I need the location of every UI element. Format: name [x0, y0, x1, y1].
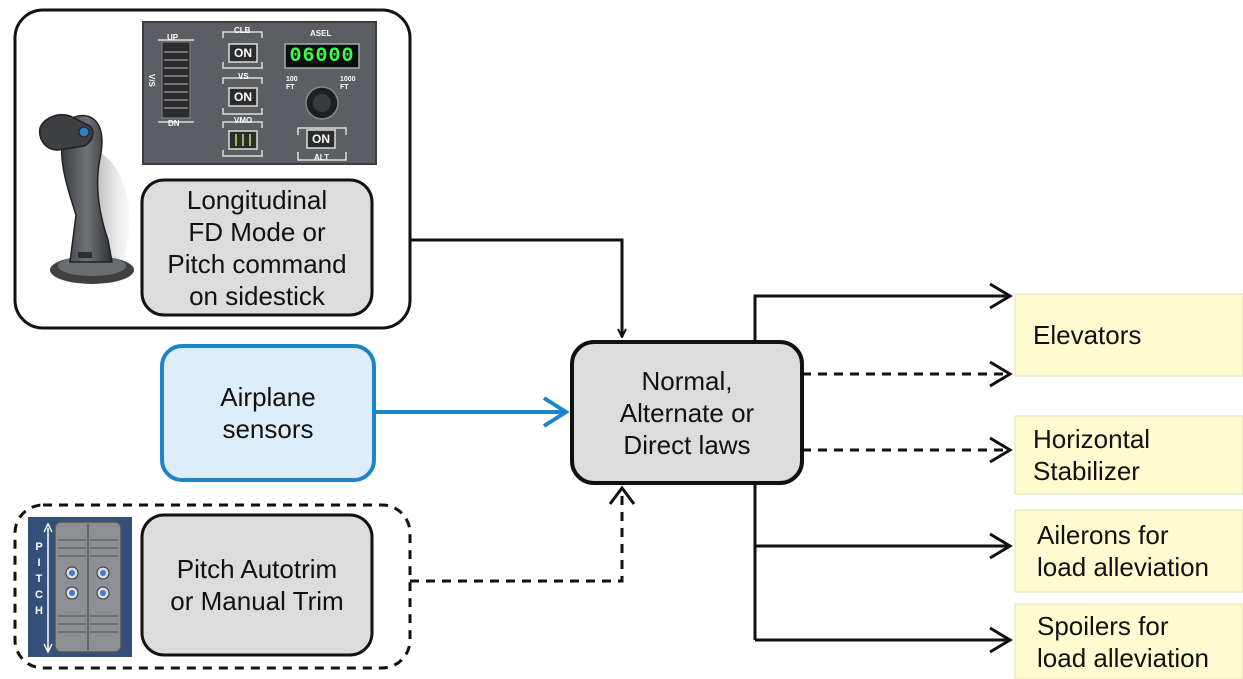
vs-on-button[interactable] [228, 87, 258, 107]
ailerons-box [1014, 509, 1243, 593]
trim-label: Pitch Autotrim or Manual Trim [170, 554, 344, 616]
fcu-vs-label: VS [238, 72, 249, 81]
sidestick-icon [38, 114, 134, 284]
altitude-display-value: 06000 [289, 44, 355, 68]
fcu-vmo-label: VMO [234, 116, 253, 125]
connector-fd-to-laws [410, 238, 622, 337]
knob-100ft-label: 100 FT [286, 76, 298, 91]
trim-letter-t: T [35, 573, 43, 585]
trim-letter-c: C [35, 589, 43, 601]
trim-arrowhead [608, 485, 636, 505]
fd-mode-label: Longitudinal FD Mode or Pitch command on… [167, 184, 347, 311]
vs-thumbwheel[interactable] [161, 41, 191, 119]
connector-laws-to-elevators-solid [753, 294, 1010, 342]
trim-letter-h: H [35, 605, 43, 617]
fcu-alt-on-text: ON [312, 132, 330, 146]
elevators-box [1014, 293, 1243, 377]
fcu-vs-side-label: V/S [147, 74, 156, 87]
ailerons-arrowhead [989, 532, 1013, 560]
sensors-label: Airplane sensors [220, 382, 316, 444]
fcu-alt-label: ALT [314, 153, 329, 162]
trim-box [140, 513, 374, 657]
stabilizer-box [1014, 415, 1243, 495]
laws-box [570, 340, 804, 485]
alt-on-button[interactable] [306, 129, 336, 149]
altitude-display [284, 43, 360, 69]
ailerons-label: Ailerons for load alleviation [1037, 520, 1210, 582]
trim-letter-p: P [35, 541, 43, 553]
autopilot-control-panel [142, 21, 377, 165]
connector-trim-to-laws [410, 490, 624, 583]
connector-laws-to-ailerons [753, 483, 1010, 640]
elevators-solid-arrowhead [989, 282, 1013, 310]
elevators-dashed-arrowhead [989, 360, 1013, 388]
fcu-vs-on-text: ON [234, 90, 252, 104]
fd-mode-box [140, 178, 374, 317]
elevators-label: Elevators [1033, 320, 1142, 350]
spoilers-arrowhead [989, 626, 1013, 654]
spoilers-box [1014, 603, 1243, 679]
trim-switch-icon [28, 517, 132, 657]
trim-letter-i: I [37, 557, 41, 569]
spoilers-label: Spoilers for load alleviation [1037, 610, 1210, 673]
fcu-up-label: UP [167, 33, 179, 42]
fcu-clb-label: CLB [234, 26, 251, 35]
stabilizer-arrowhead [989, 436, 1013, 464]
fcu-clb-on-text: ON [234, 46, 252, 60]
laws-label: Normal, Alternate or Direct laws [619, 365, 755, 460]
clb-on-button[interactable] [228, 43, 258, 63]
stabilizer-label: Horizontal Stabilizer [1033, 424, 1151, 486]
sensors-arrowhead [542, 396, 570, 428]
knob-1000ft-label: 1000 FT [340, 76, 356, 91]
fcu-asel-label: ASEL [310, 29, 332, 38]
fcu-dn-label: DN [168, 119, 180, 128]
